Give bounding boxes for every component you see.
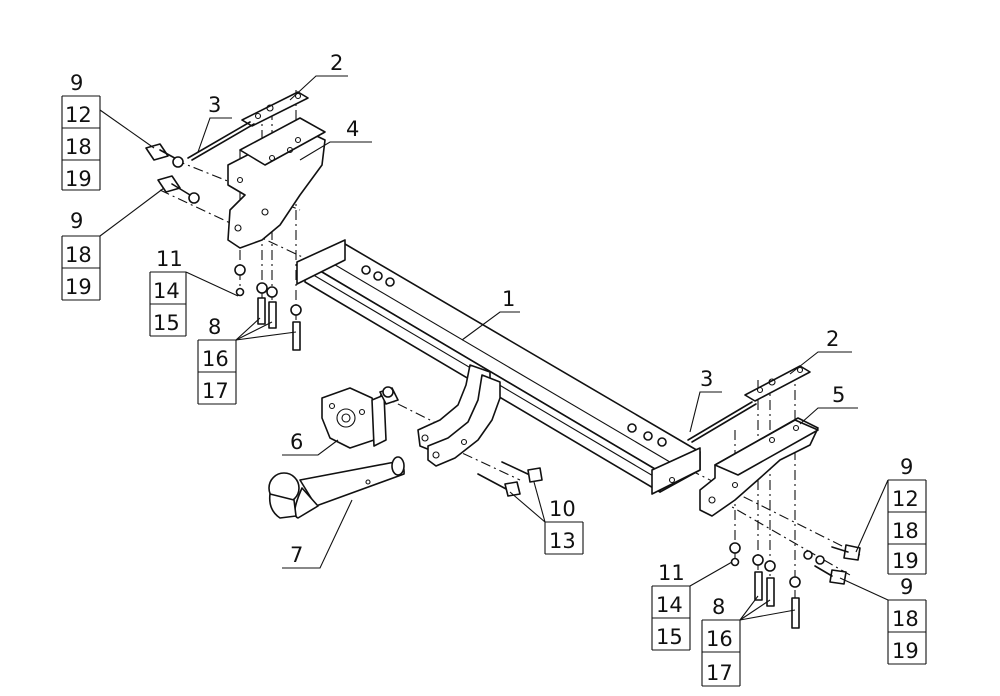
stack-left-top-1: 12 [65,103,92,127]
stack-left-mid-1: 18 [65,243,92,267]
stack-left-nut-0: 11 [156,247,183,271]
stack-left-mid-2: 19 [65,275,92,299]
stack-right-mid: 9 18 19 [887,575,927,665]
stack-right-bolt-1: 16 [706,627,733,651]
main-cross-beam [296,239,701,495]
stack-left-bolt: 8 16 17 [197,315,237,405]
stack-left-nut-2: 15 [153,311,180,335]
tow-ball [268,456,405,519]
stack-left-top-3: 19 [65,167,92,191]
callout-labels: 1 2 3 4 2 3 5 6 7 [208,51,845,567]
stack-center-bolt-0: 10 [549,497,576,521]
stack-right-mid-1: 18 [892,607,919,631]
stack-left-bolt-1: 16 [202,347,229,371]
stack-right-mid-2: 19 [892,639,919,663]
callout-6: 6 [290,430,303,454]
callout-2-left: 2 [330,51,343,75]
stack-center-bolt-1: 13 [549,529,576,553]
left-thin-plate [187,121,255,161]
stack-left-top: 9 12 18 19 [61,71,101,191]
stack-left-bolt-0: 8 [208,315,221,339]
stack-right-nut-2: 15 [656,625,683,649]
stack-right-top-0: 9 [900,455,913,479]
stack-left-mid: 9 18 19 [61,209,101,301]
stack-right-nut-0: 11 [658,561,685,585]
callout-1: 1 [502,287,515,311]
left-strap-plate [241,91,309,127]
stack-left-top-2: 18 [65,135,92,159]
callout-4: 4 [346,117,359,141]
stack-right-top: 9 12 18 19 [887,455,927,575]
stack-right-top-1: 12 [892,487,919,511]
callout-7: 7 [290,543,303,567]
right-hardware [627,423,861,629]
stack-right-nut-1: 14 [656,593,683,617]
stack-right-bolt-2: 17 [706,661,733,685]
callout-3-right: 3 [700,367,713,391]
socket-plate [321,386,399,449]
stack-right-bolt: 8 16 17 [701,595,741,687]
stack-left-top-0: 9 [70,71,83,95]
stack-right-nut: 11 14 15 [651,561,691,651]
right-thin-plate [687,401,757,443]
callout-2-right: 2 [826,327,839,351]
center-bolts [477,461,543,497]
left-hardware [145,143,395,351]
right-bracket [699,417,819,517]
leader-lines [99,75,889,621]
center-bracket [417,364,501,467]
stack-left-bolt-2: 17 [202,379,229,403]
stack-center-bolt: 10 13 [544,497,584,555]
left-bracket [227,117,326,249]
stack-right-bolt-0: 8 [712,595,725,619]
stack-left-mid-0: 9 [70,209,83,233]
right-strap-plate [744,365,811,402]
stack-left-nut: 11 14 15 [149,247,187,337]
stack-left-nut-1: 14 [153,279,180,303]
callout-5: 5 [832,383,845,407]
stack-right-top-3: 19 [892,549,919,573]
callout-3-left: 3 [208,93,221,117]
stack-right-top-2: 18 [892,519,919,543]
stack-right-mid-0: 9 [900,575,913,599]
